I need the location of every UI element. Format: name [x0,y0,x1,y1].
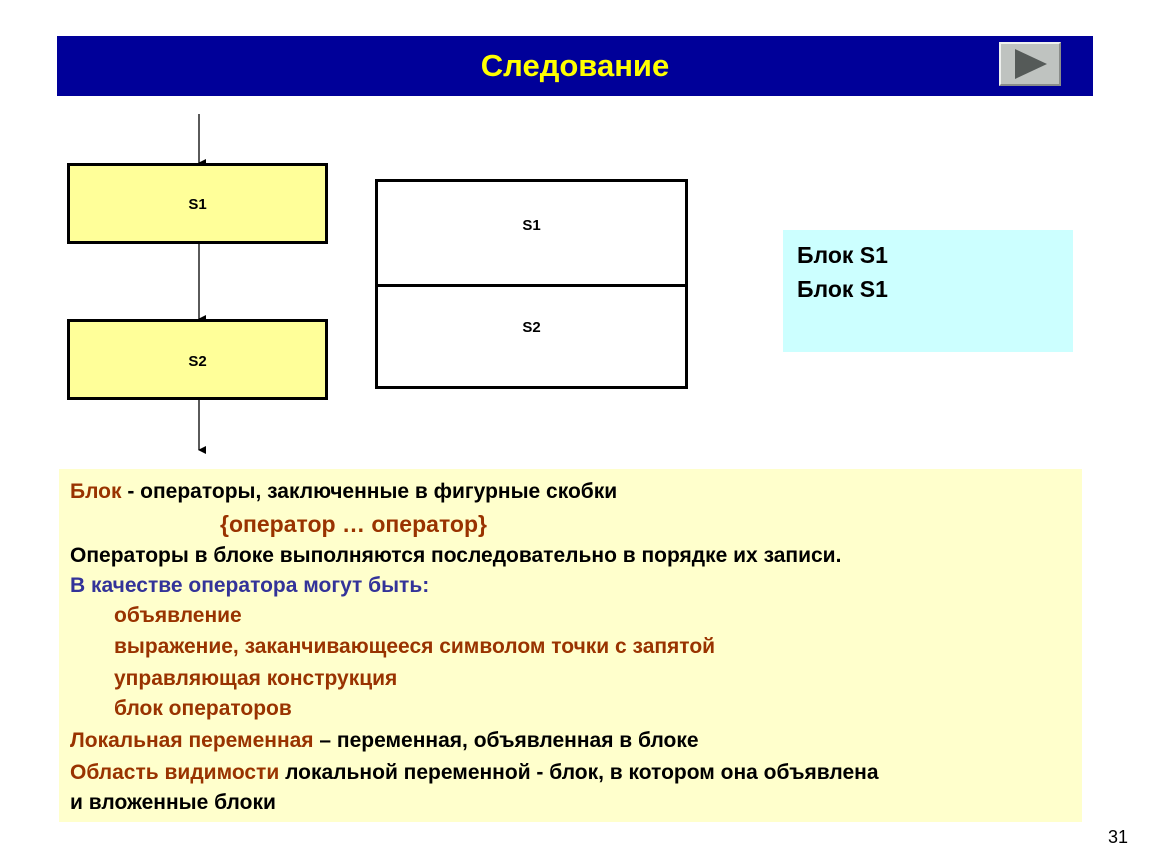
list-item: выражение, заканчивающееся символом точк… [114,635,716,658]
local-variable-definition: Локальная переменная – переменная, объяв… [70,729,699,753]
block-syntax: {оператор … оператор} [220,511,487,537]
term-scope: Область видимости [70,761,280,784]
next-slide-button[interactable] [999,42,1061,86]
flow-block-label: S1 [188,196,207,213]
code-line: Блок S1 [797,242,888,268]
definition-text: - операторы, заключенные в фигурные скоб… [121,480,618,503]
term-local-variable: Локальная переменная [70,729,314,752]
operator-kinds-heading: В качестве оператора могут быть: [70,574,430,597]
scope-definition-continued: и вложенные блоки [70,791,276,814]
structogram: S1 S2 [375,179,688,389]
triangle-right-icon [1015,49,1047,79]
scope-definition: Область видимости локальной переменной -… [70,761,879,785]
definition-text: – переменная, объявленная в блоке [313,729,699,752]
structogram-cell-s2: S2 [522,319,541,336]
flowchart-arrows [198,114,206,454]
list-item: объявление [114,604,242,627]
flow-block-s2: S2 [67,319,328,400]
definition-panel: Блок - операторы, заключенные в фигурные… [59,469,1082,822]
sequential-execution-text: Операторы в блоке выполняются последоват… [70,544,842,567]
code-box: Блок S1 Блок S1 [783,230,1073,352]
flow-block-label: S2 [188,353,207,370]
structogram-divider [378,284,685,287]
code-line: Блок S1 [797,276,888,302]
structogram-cell-s1: S1 [522,217,541,234]
flow-block-s1: S1 [67,163,328,244]
term-block: Блок [70,480,122,503]
title-bar: Следование [57,36,1093,96]
list-item: управляющая конструкция [114,667,398,690]
definition-text: локальной переменной - блок, в котором о… [279,761,879,784]
page-number: 31 [1108,827,1129,847]
block-definition: Блок - операторы, заключенные в фигурные… [70,480,617,504]
list-item: блок операторов [114,697,292,720]
slide-title: Следование [480,48,670,83]
